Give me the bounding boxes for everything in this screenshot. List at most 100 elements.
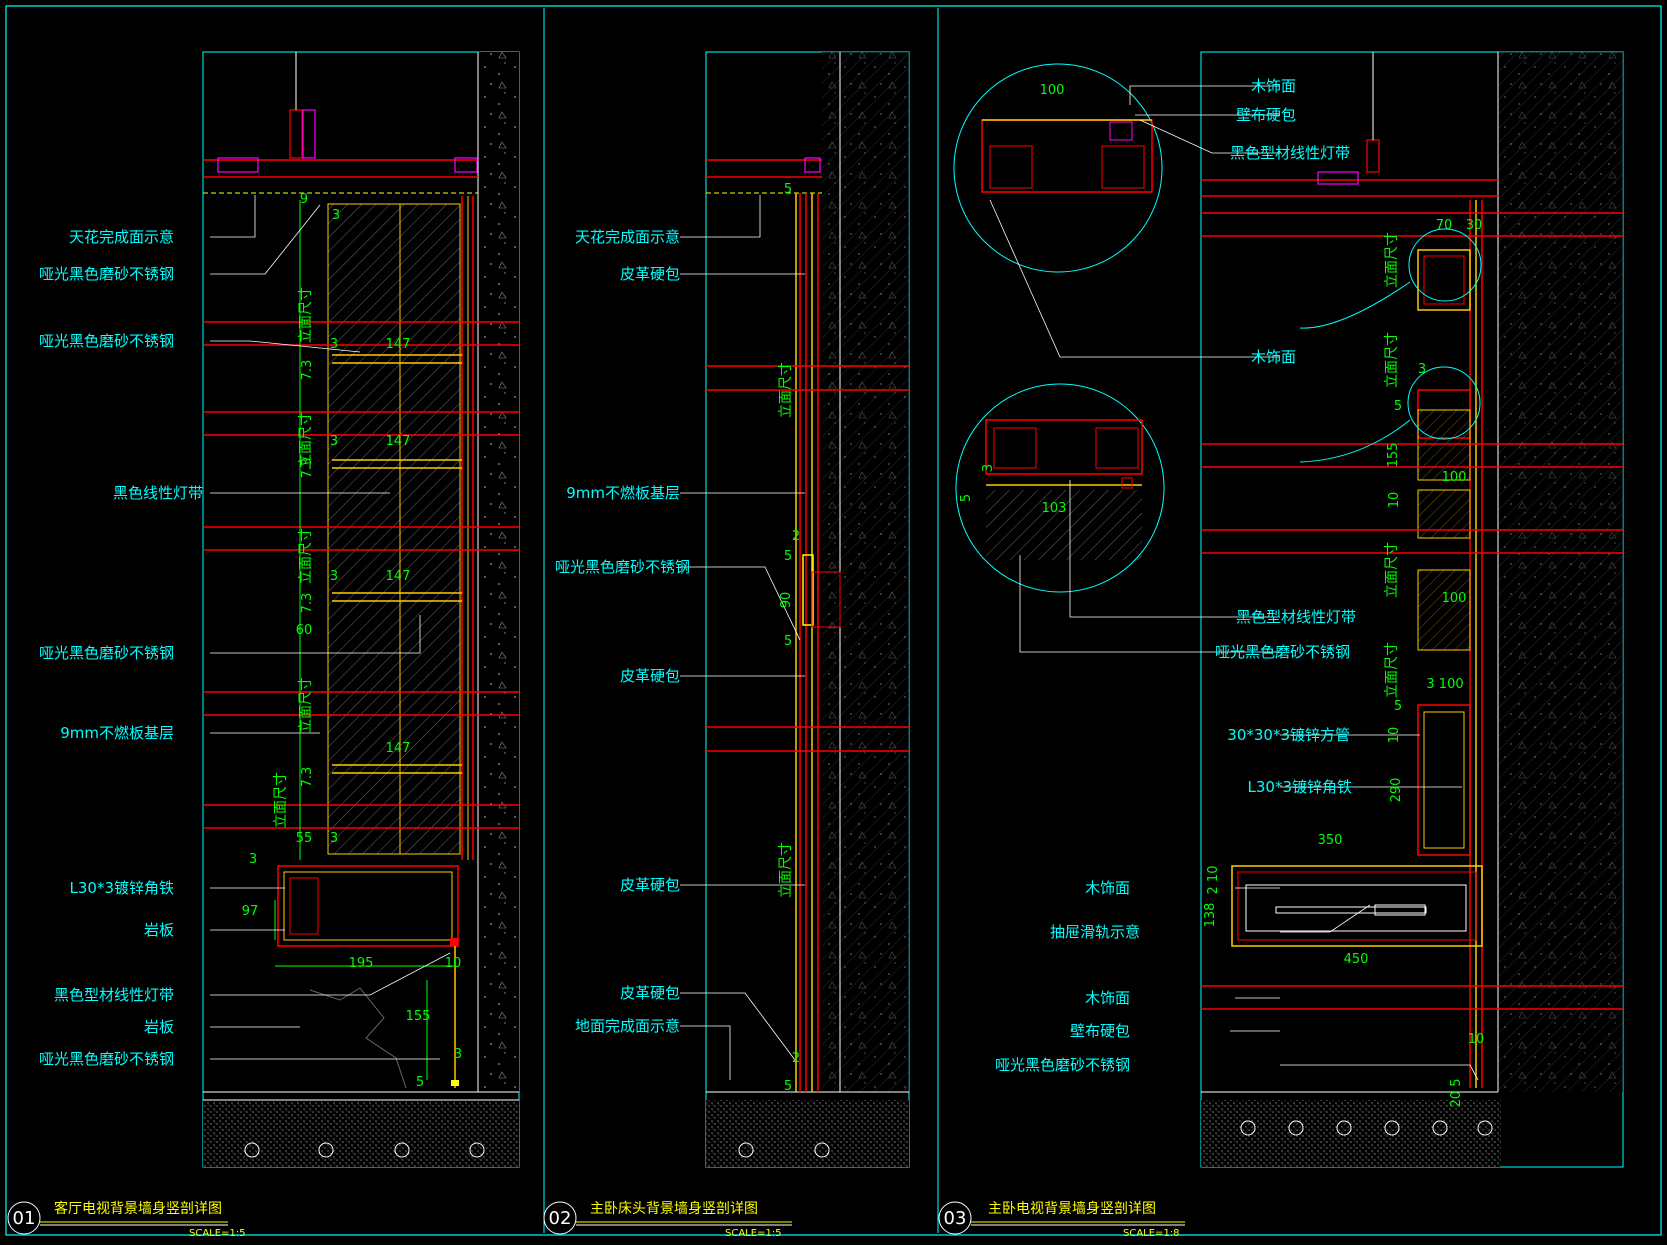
callout-label: 哑光黑色磨砂不锈钢 xyxy=(39,644,174,662)
dimension-value: 70 xyxy=(1436,218,1453,233)
dimension-value: 2 10 xyxy=(1206,866,1221,895)
callout-label: 木饰面 xyxy=(1251,348,1296,366)
callout-label: 壁布硬包 xyxy=(1070,1022,1130,1040)
callout-label: 9mm不燃板基层 xyxy=(566,484,680,502)
dimension-value: 10 xyxy=(445,956,462,971)
panel-01-cladding xyxy=(327,203,461,855)
callout-label: L30*3镀锌角铁 xyxy=(1248,778,1353,796)
dimension-value: 60 xyxy=(296,623,313,638)
dimension-value: 2 xyxy=(792,1051,800,1066)
panel-02 xyxy=(680,51,910,1168)
dimension-value: 103 xyxy=(1042,501,1067,516)
dimension-value: 5 xyxy=(784,1079,792,1094)
elevation-size-note: 立面尺寸 xyxy=(298,412,314,468)
callout-label: 抽屉滑轨示意 xyxy=(1050,923,1140,941)
callout-label: 黑色型材线性灯带 xyxy=(1236,608,1356,626)
panel-02-floor xyxy=(706,1100,909,1167)
dimension-value: 3 xyxy=(1418,362,1426,377)
callout-label: 岩板 xyxy=(144,1018,174,1036)
dimension-value: 3 100 xyxy=(1426,677,1463,692)
elevation-size-note: 立面尺寸 xyxy=(298,287,314,343)
callout-label: 木饰面 xyxy=(1251,77,1296,95)
callout-label: 哑光黑色磨砂不锈钢 xyxy=(39,332,174,350)
callout-label: 哑光黑色磨砂不锈钢 xyxy=(39,1050,174,1068)
callout-label: 天花完成面示意 xyxy=(575,228,680,246)
title-block-02 xyxy=(543,1201,792,1235)
callout-label: 哑光黑色磨砂不锈钢 xyxy=(555,558,690,576)
panel-number: 03 xyxy=(944,1208,967,1229)
callout-label: 30*30*3镀锌方管 xyxy=(1227,726,1350,744)
dimension-value: 3 xyxy=(249,852,257,867)
panel-title: 客厅电视背景墙身竖剖详图 xyxy=(54,1200,222,1217)
sheet-border xyxy=(5,5,1662,1236)
callout-label: 哑光黑色磨砂不锈钢 xyxy=(1215,643,1350,661)
callout-label: 木饰面 xyxy=(1085,989,1130,1007)
dimension-value: 7.3 xyxy=(300,593,315,614)
dimension-value: 350 xyxy=(1318,833,1343,848)
dimension-value: 97 xyxy=(242,904,259,919)
dimension-value: 7.3 xyxy=(300,458,315,479)
dimension-value: 147 xyxy=(386,741,411,756)
panel-01-wall xyxy=(478,52,519,1092)
dimension-value: 30 xyxy=(1466,218,1483,233)
dimension-value: 147 xyxy=(386,569,411,584)
panel-number: 01 xyxy=(13,1208,36,1229)
dimension-value: 155 xyxy=(1386,443,1401,468)
dimension-value: 147 xyxy=(386,337,411,352)
panel-scale: SCALE=1:5 xyxy=(189,1228,246,1239)
title-block-01 xyxy=(7,1201,228,1235)
callout-label: 天花完成面示意 xyxy=(69,228,174,246)
dimension-value: 290 xyxy=(1389,778,1404,803)
dimension-value: 9 xyxy=(300,192,308,207)
detail-bubble-mid xyxy=(955,383,1165,593)
elevation-size-note: 立面尺寸 xyxy=(1384,642,1400,698)
callout-label: 地面完成面示意 xyxy=(575,1017,680,1035)
dimension-value: 5 xyxy=(784,182,792,197)
elevation-size-note: 立面尺寸 xyxy=(1384,542,1400,598)
dimension-value: 147 xyxy=(386,434,411,449)
dimension-value: 5 xyxy=(784,634,792,649)
dimension-value: 7.3 xyxy=(300,767,315,788)
dimension-value: 3 xyxy=(332,208,340,223)
callout-label: 皮革硬包 xyxy=(620,984,680,1002)
callout-label: 哑光黑色磨砂不锈钢 xyxy=(39,265,174,283)
elevation-size-note: 立面尺寸 xyxy=(778,842,794,898)
elevation-size-note: 立面尺寸 xyxy=(778,362,794,418)
dimension-value: 3 xyxy=(981,464,996,472)
dimension-value: 10 xyxy=(1468,1032,1485,1047)
panel-03-floor xyxy=(1201,1100,1501,1167)
panel-03 xyxy=(953,51,1624,1168)
dimension-value: 3 xyxy=(330,831,338,846)
callout-label: 黑色型材线性灯带 xyxy=(1230,144,1350,162)
elevation-size-note: 立面尺寸 xyxy=(1384,332,1400,388)
dimension-value: 3 xyxy=(330,337,338,352)
panel-number: 02 xyxy=(549,1208,572,1229)
dimension-value: 5 xyxy=(784,549,792,564)
dimension-value: 20 5 xyxy=(1449,1079,1464,1108)
panel-scale: SCALE=1:8 xyxy=(1123,1228,1180,1239)
dimension-value: 138 xyxy=(1203,903,1218,928)
elevation-size-note: 立面尺寸 xyxy=(1384,232,1400,288)
callout-label: 岩板 xyxy=(144,921,174,939)
dimension-value: 100 xyxy=(1442,591,1467,606)
dimension-value: 10 xyxy=(1387,727,1402,744)
dimension-value: 3 xyxy=(330,434,338,449)
elevation-size-note: 立面尺寸 xyxy=(298,528,314,584)
title-block-03 xyxy=(938,1201,1185,1235)
panel-title: 主卧床头背景墙身竖剖详图 xyxy=(590,1201,758,1217)
dimension-value: 55 xyxy=(296,831,313,846)
callout-label: L30*3镀锌角铁 xyxy=(70,879,175,897)
dimension-value: 90 xyxy=(779,592,794,609)
callout-label: 皮革硬包 xyxy=(620,667,680,685)
dimension-value: 100 xyxy=(1442,470,1467,485)
detail-bubble-top xyxy=(953,63,1163,273)
dimension-value: 3 xyxy=(454,1047,462,1062)
panel-scale: SCALE=1:5 xyxy=(725,1228,782,1239)
dimension-value: 155 xyxy=(406,1009,431,1024)
elevation-size-note: 立面尺寸 xyxy=(298,677,314,733)
dimension-value: 7.3 xyxy=(300,360,315,381)
callout-label: 哑光黑色磨砂不锈钢 xyxy=(995,1056,1130,1074)
dimension-value: 5 xyxy=(1394,399,1402,414)
